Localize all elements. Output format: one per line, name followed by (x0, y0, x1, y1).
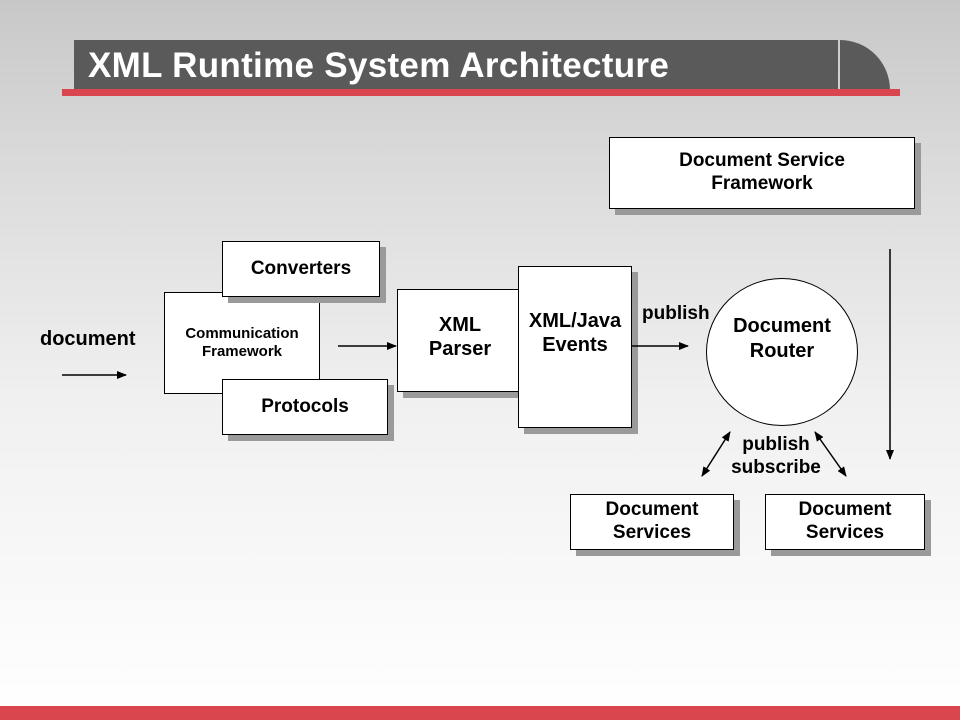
node-label: Communication Framework (185, 325, 299, 360)
node-document-service-framework: Document Service Framework (609, 137, 915, 209)
slide-title: XML Runtime System Architecture (88, 46, 670, 85)
edge-label-publish-subscribe: publish subscribe (731, 434, 821, 478)
node-document-services-left: Document Services (570, 494, 734, 550)
node-document-router: Document Router (706, 278, 858, 426)
node-protocols: Protocols (222, 379, 388, 435)
node-document-services-right: Document Services (765, 494, 925, 550)
footer-accent-rule (0, 706, 960, 720)
title-bar (74, 40, 838, 90)
node-xml-java-events: XML/Java Events (518, 266, 632, 428)
node-xml-parser: XML Parser (397, 289, 523, 392)
title-accent-rule (62, 89, 900, 96)
node-converters: Converters (222, 241, 380, 297)
node-label: XML Parser (428, 313, 492, 360)
edge-label-publish: publish (642, 303, 710, 324)
node-label: Document Services (798, 499, 892, 543)
node-label: Document Service Framework (679, 150, 845, 194)
arrow-router-left-services (701, 431, 731, 477)
edge-label-document: document (40, 328, 136, 350)
node-label: Protocols (261, 395, 349, 417)
node-label: Converters (250, 257, 352, 279)
arrow-router-right-services (814, 431, 847, 477)
node-label: Document Router (733, 315, 831, 362)
node-label: Document Services (605, 499, 699, 543)
node-label: XML/Java Events (528, 310, 622, 356)
